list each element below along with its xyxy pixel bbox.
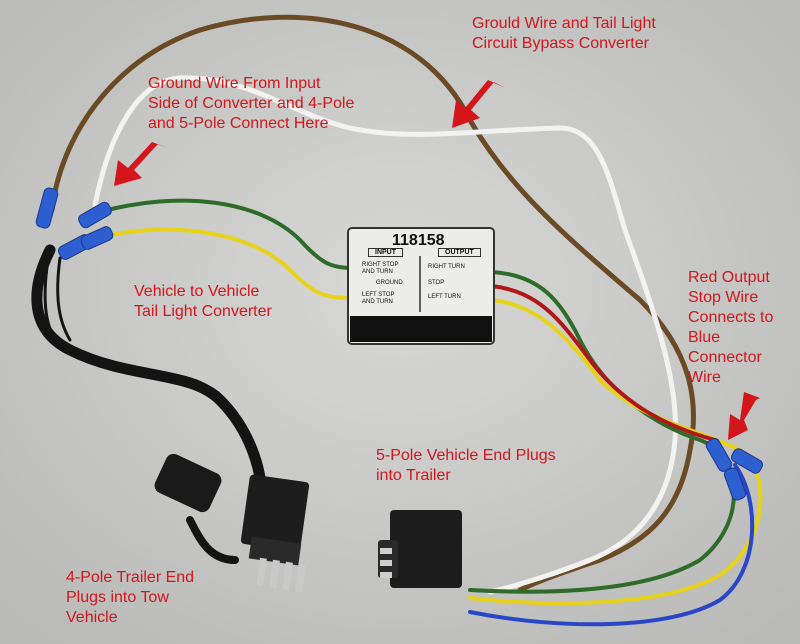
black-wire-stubs <box>43 256 72 347</box>
converter-input-header: INPUT <box>368 248 403 257</box>
annotation-ground-input: Ground Wire From Input Side of Converter… <box>148 75 355 132</box>
converter-output-left: LEFT TURN <box>428 294 461 300</box>
arrow-icon <box>728 392 760 440</box>
black-harness <box>31 244 268 506</box>
arrow-icon <box>452 80 505 128</box>
converter-model: 118158 <box>392 232 445 249</box>
blue-wire <box>468 463 755 627</box>
brown-ground-wire <box>49 14 696 593</box>
converter-label-band <box>350 316 492 342</box>
converter-output-right: RIGHT TURN <box>428 264 465 270</box>
green-wire <box>98 198 354 270</box>
yellow-wire <box>103 227 354 300</box>
annotation-vehicle-converter: Vehicle to Vehicle Tail Light Converter <box>134 283 272 320</box>
white-bypass-wire <box>92 75 679 595</box>
converter-output-stop: STOP <box>428 280 445 286</box>
annotation-five-pole: 5-Pole Vehicle End Plugs into Trailer <box>376 447 556 484</box>
converter-box <box>347 227 495 345</box>
converter-input-ground: GROUND <box>376 280 403 286</box>
plug-icon <box>154 453 310 593</box>
converter-input-left: LEFT STOP AND TURN <box>362 292 395 305</box>
converter-input-right: RIGHT STOP AND TURN <box>362 262 399 275</box>
plug-icon <box>378 510 462 588</box>
annotation-ground-bypass: Grould Wire and Tail Light Circuit Bypas… <box>472 15 656 52</box>
arrow-icon <box>114 142 168 186</box>
butt-connector-icon <box>35 187 114 260</box>
black-harness-4pole <box>186 516 239 564</box>
red-stop-wire <box>490 284 717 442</box>
butt-connector-icon <box>705 438 764 501</box>
converter-output-header: OUTPUT <box>438 248 481 257</box>
annotation-red-output: Red Output Stop Wire Connects to Blue Co… <box>688 269 774 386</box>
annotation-four-pole: 4-Pole Trailer End Plugs into Tow Vehicl… <box>66 569 195 626</box>
